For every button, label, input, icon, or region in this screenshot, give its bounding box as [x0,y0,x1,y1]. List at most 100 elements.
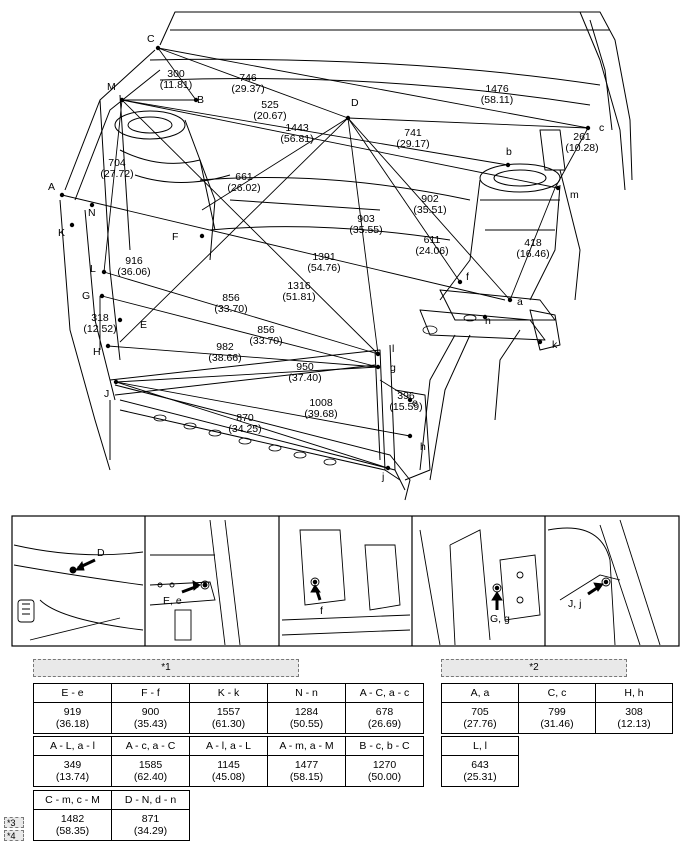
dimension-value-inch: (35.55) [349,224,382,236]
dimension-value-inch: (34.25) [228,423,261,435]
point-marker [407,433,413,439]
table-header: E - e [33,683,112,703]
table-header: L, l [441,736,519,756]
dimension-table-2-row-2: L, l 643(25.31) [441,736,519,787]
table-cell: 1145(45.08) [189,755,268,787]
vehicle-front-structure-drawing [59,11,633,501]
dimension-value-mm: 902 [421,193,439,205]
point-label: b [506,146,512,158]
dimension-value-mm: 916 [125,255,143,267]
note-tag-3: *3 [4,817,24,828]
dimension-value-inch: (29.17) [396,138,429,150]
dimension-value-mm: 318 [91,312,109,324]
dimension-value-inch: (33.70) [214,303,247,315]
detail-label-f: f [320,605,323,617]
note-tag-4: *4 [4,830,24,841]
dimension-value-inch: (15.59) [389,401,422,413]
table-cell: 1557(61.30) [189,702,268,734]
table-cell: 919(36.18) [33,702,112,734]
detail-view-g [419,529,541,646]
detail-view-d [13,544,144,641]
point-marker [99,293,105,299]
point-label: M [107,81,116,93]
point-label: F [172,231,178,243]
point-label: L [90,263,96,275]
point-marker [385,465,391,471]
table-cell: 900(35.43) [111,702,190,734]
dimension-lines [61,47,589,469]
detail-view-f [281,529,411,636]
point-label: l [392,343,394,355]
point-marker [113,379,119,385]
dimension-value-mm: 856 [257,324,275,336]
table-cell: 1477(58.15) [267,755,346,787]
point-label: D [351,97,359,109]
point-label: h [420,441,426,453]
table-cell: 1482(58.35) [33,809,112,841]
table-header: F - f [111,683,190,703]
dimension-value-mm: 746 [239,72,257,84]
dimension-value-mm: 300 [167,68,185,80]
dimension-value-inch: (26.02) [227,182,260,194]
group-tag-2: *2 [441,659,627,677]
dimension-value-inch: (58.11) [481,94,514,106]
point-marker [69,222,75,228]
dimension-value-inch: (20.67) [253,110,286,122]
point-marker [155,45,161,51]
dimension-value-inch: (39.68) [304,408,337,420]
dimension-value-mm: 950 [296,361,314,373]
table-header: K - k [189,683,268,703]
detail-label-j: J, j [568,598,581,610]
detail-view-e [149,519,241,646]
table-header: A, a [441,683,519,703]
dimension-value-mm: 870 [236,412,254,424]
table-header: A - l, a - L [189,736,268,756]
point-marker [101,269,107,275]
detail-views-row: D E, e f G, g J, j [11,515,680,647]
point-label: f [466,271,469,283]
table-cell: 349(13.74) [33,755,112,787]
table-header: C, c [518,683,596,703]
dimension-value-inch: (38.66) [208,352,241,364]
table-cell: 1585(62.40) [111,755,190,787]
point-marker [585,125,591,131]
point-marker [117,317,123,323]
point-label: c [599,122,604,134]
table-cell: 1270(50.00) [345,755,424,787]
dimension-value-mm: 1443 [285,122,309,134]
table-header: A - L, a - l [33,736,112,756]
point-marker [89,202,95,208]
point-label: G [82,290,90,302]
table-cell: 799(31.46) [518,702,596,734]
dimension-value-mm: 261 [573,131,591,143]
table-cell: 871(34.29) [111,809,190,841]
point-marker [457,279,463,285]
point-marker [199,233,205,239]
table-cell: 678(26.69) [345,702,424,734]
point-label: m [570,189,579,201]
dimension-table-1-row-1: E - e F - f K - k N - n A - C, a - c 919… [33,683,424,734]
dimension-value-inch: (29.37) [231,83,264,95]
point-label: n [485,315,491,327]
point-marker [375,364,381,370]
dimension-value-inch: (37.40) [288,372,321,384]
point-marker [482,314,488,320]
dimension-value-mm: 1008 [309,397,333,409]
point-label: H [93,346,101,358]
dimension-value-mm: 903 [357,213,375,225]
dimension-value-mm: 611 [424,234,441,246]
point-marker [505,162,511,168]
point-label: k [552,339,558,351]
dimension-value-mm: 704 [108,157,126,169]
point-label: J [104,388,109,400]
point-label: B [197,94,204,106]
point-marker [59,192,65,198]
table-cell: 643(25.31) [441,755,519,787]
dimension-value-inch: (24.06) [415,245,448,257]
point-label: K [58,227,65,239]
detail-label-g: G, g [490,613,510,625]
point-label: j [381,471,384,483]
dimension-value-mm: 396 [397,390,415,402]
dimension-value-inch: (27.72) [100,168,133,180]
